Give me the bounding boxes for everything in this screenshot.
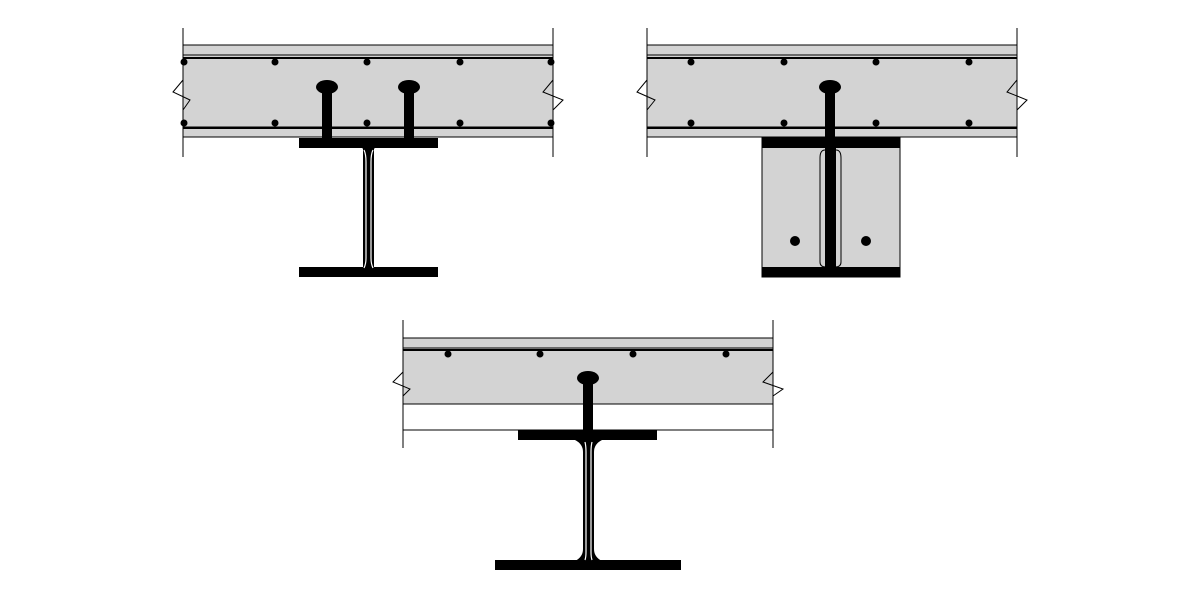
rebar-dot (722, 350, 730, 358)
rebar-dot (444, 350, 452, 358)
rebar-dot (780, 119, 788, 127)
web (583, 440, 594, 562)
panel-encased (636, 28, 1028, 278)
rebar-dot (536, 350, 544, 358)
shear-stud (577, 371, 599, 433)
rebar-dot (271, 58, 279, 66)
rebar-dot (456, 58, 464, 66)
rebar-dot (547, 58, 555, 66)
break-line-left (636, 79, 656, 111)
top-rebar-dots (444, 350, 730, 358)
bottom-flange (299, 267, 438, 277)
bottom-flange (762, 267, 900, 277)
shear-stud-left (316, 80, 338, 140)
top-flange (299, 138, 438, 148)
steel-i-beam (495, 430, 681, 570)
web (825, 148, 836, 268)
steel-i-beam (299, 138, 438, 277)
rebar-dot (363, 119, 371, 127)
break-line-left (172, 79, 191, 111)
rebar-dot (180, 119, 188, 127)
rebar-dot (180, 58, 188, 66)
rebar-dot (271, 119, 279, 127)
top-flange (518, 430, 657, 440)
rebar-dot (872, 58, 880, 66)
top-rebar-dots (180, 58, 555, 66)
rebar-dot (965, 58, 973, 66)
panel-double-stud (172, 28, 564, 277)
break-line-right (542, 79, 564, 111)
top-flange (762, 138, 900, 148)
top-rebar-dots (687, 58, 973, 66)
rebar-dot (965, 119, 973, 127)
bottom-flange (495, 560, 681, 570)
steel-i-beam (762, 138, 900, 277)
rebar-dot (547, 119, 555, 127)
rebar-dot (872, 119, 880, 127)
break-line-left (392, 371, 411, 397)
encasement-rebar-left (790, 236, 800, 246)
panel-haunch (392, 320, 785, 570)
break-line-right (1006, 79, 1028, 111)
rebar-dot (687, 58, 695, 66)
bottom-rebar-dots (687, 119, 973, 127)
shear-stud-right (398, 80, 420, 140)
break-line-right (762, 371, 785, 397)
rebar-dot (629, 350, 637, 358)
encasement-rebar-right (861, 236, 871, 246)
rebar-dot (456, 119, 464, 127)
shear-stud (819, 80, 841, 140)
rebar-dot (363, 58, 371, 66)
bottom-rebar-dots (180, 119, 555, 127)
rebar-dot (780, 58, 788, 66)
rebar-dot (687, 119, 695, 127)
